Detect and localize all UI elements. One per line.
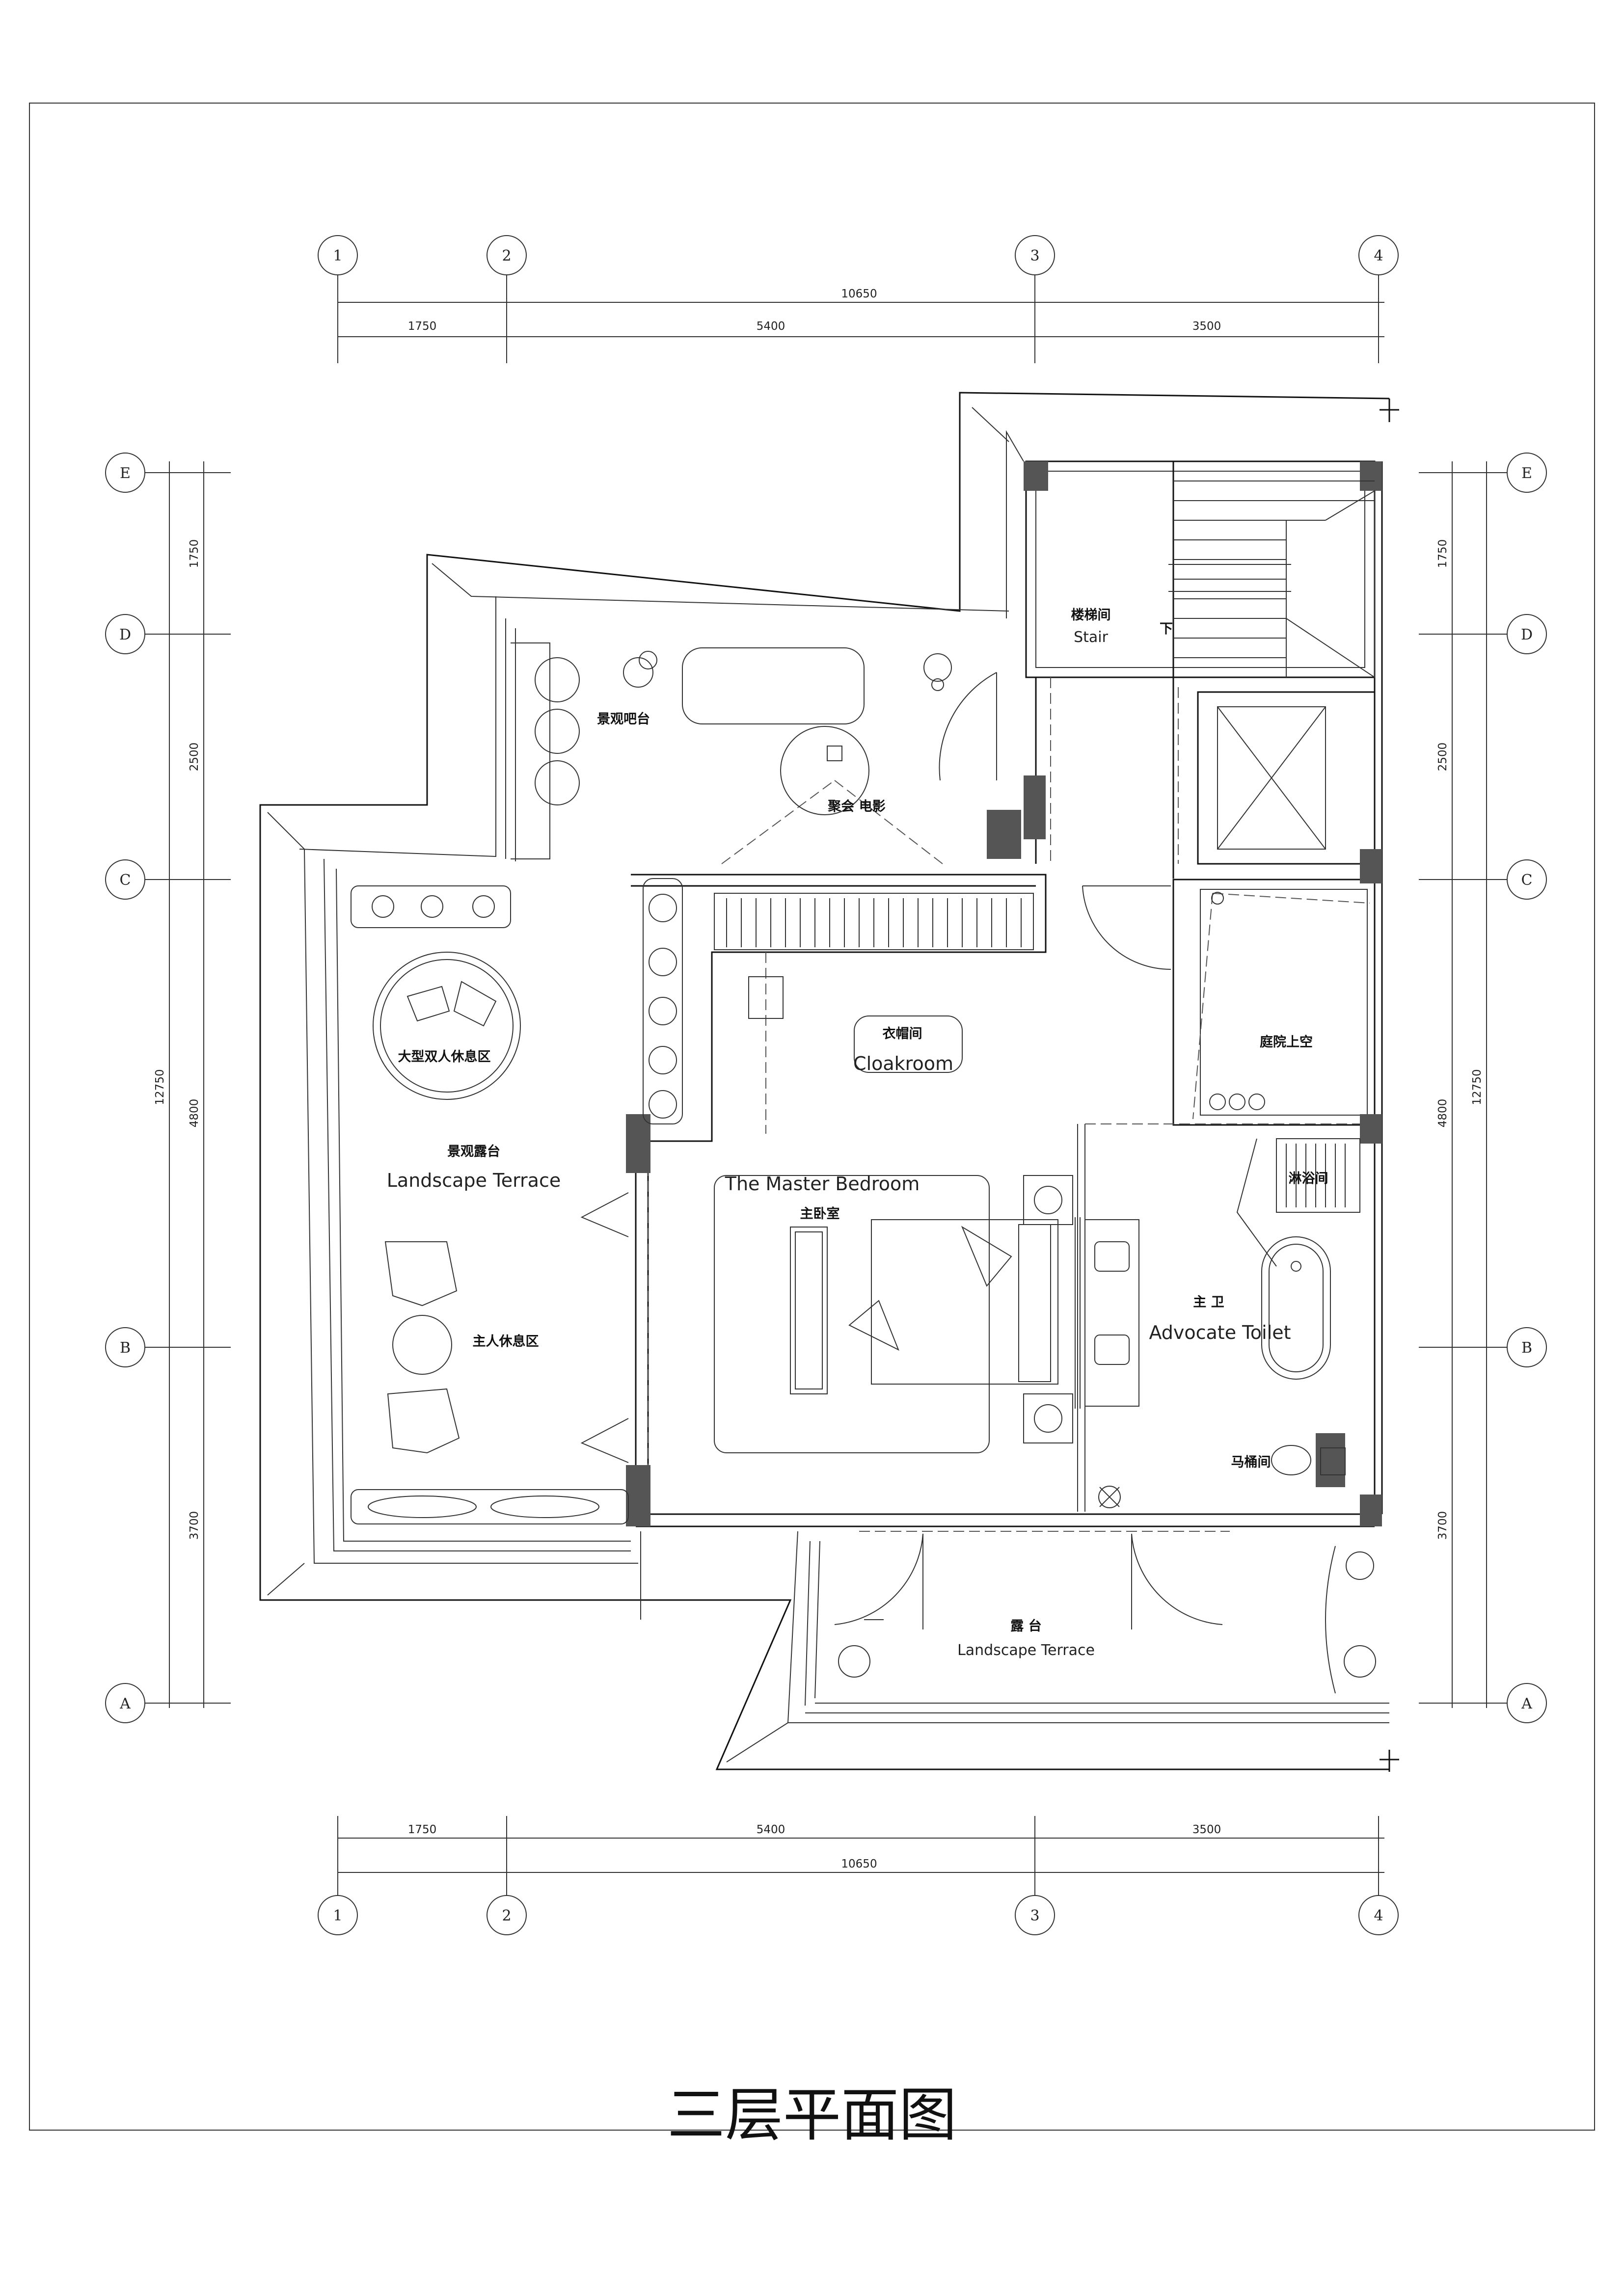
room-stair-en: Stair <box>1074 629 1109 646</box>
room-terrace-south-cn: 露 台 <box>1010 1618 1041 1634</box>
bar-counter <box>511 642 952 859</box>
owner-lounge-furniture <box>384 1241 460 1454</box>
shower-tray <box>1276 1138 1360 1213</box>
dim-right-total: 12750 <box>1471 1069 1484 1105</box>
dim-bottom-seg-3: 3500 <box>1192 1823 1221 1836</box>
dim-bottom-total: 10650 <box>841 1858 877 1870</box>
room-cinema-cn: 聚会 电影 <box>827 799 885 814</box>
axis-row-E-left: E <box>120 465 131 482</box>
room-master-bedroom-en: The Master Bedroom <box>725 1173 920 1195</box>
structural-columns <box>626 461 1382 1526</box>
terrace-plants <box>838 1546 1376 1694</box>
room-courtyard-void-cn: 庭院上空 <box>1260 1034 1313 1050</box>
dim-top-seg-2: 5400 <box>757 320 785 333</box>
dim-left-seg-2: 2500 <box>188 743 201 772</box>
drawing-title: 三层平面图 <box>667 2081 957 2149</box>
room-wc-cn: 马桶间 <box>1231 1455 1271 1470</box>
dim-left-seg-1: 1750 <box>188 539 201 568</box>
room-bar-cn: 景观吧台 <box>597 711 650 727</box>
dim-top-total: 10650 <box>841 288 877 300</box>
room-owner-lounge-cn: 主人休息区 <box>473 1334 539 1349</box>
axis-row-B-right: B <box>1521 1339 1532 1357</box>
room-master-bedroom-cn: 主卧室 <box>800 1206 840 1222</box>
room-big-lounge-cn: 大型双人休息区 <box>398 1049 491 1065</box>
dimension-left <box>157 461 231 1708</box>
room-terrace-west-cn: 景观露台 <box>447 1144 500 1159</box>
interior-walls <box>631 460 1383 1527</box>
axis-bubbles <box>105 235 1547 1935</box>
room-master-bath-en: Advocate Toilet <box>1149 1322 1291 1343</box>
room-terrace-west-en: Landscape Terrace <box>387 1170 561 1191</box>
axis-col-2-bottom: 2 <box>502 1907 511 1924</box>
dashed-openings <box>648 677 1370 1532</box>
big-lounge-furniture <box>351 885 521 1100</box>
dim-left-total: 12750 <box>154 1069 166 1105</box>
room-shower-cn: 淋浴间 <box>1289 1171 1328 1186</box>
dim-top-seg-1: 1750 <box>408 320 437 333</box>
axis-col-1-top: 1 <box>333 247 342 265</box>
axis-row-D-left: D <box>119 626 131 643</box>
dimension-top <box>337 290 1384 363</box>
axis-row-B-left: B <box>120 1339 131 1357</box>
axis-row-C-left: C <box>120 872 131 889</box>
dim-bottom-seg-2: 5400 <box>757 1823 785 1836</box>
axis-col-4-bottom: 4 <box>1374 1907 1383 1924</box>
courtyard-plants <box>1098 892 1265 1508</box>
toilet <box>1271 1445 1346 1475</box>
axis-col-3-top: 3 <box>1030 247 1039 265</box>
axis-row-D-right: D <box>1521 626 1533 643</box>
parapet-outline <box>259 392 1399 1772</box>
dim-right-seg-3: 4800 <box>1436 1099 1449 1128</box>
bathtub <box>1261 1236 1331 1380</box>
dimension-bottom <box>337 1816 1384 1890</box>
room-stair-cn: 楼梯间 <box>1071 608 1111 623</box>
dim-left-seg-4: 3700 <box>188 1511 201 1540</box>
cloakroom-rails <box>726 898 1022 1073</box>
cinema-projector <box>780 726 869 815</box>
axis-row-A-right: A <box>1521 1695 1532 1712</box>
axis-row-A-left: A <box>119 1695 131 1712</box>
axis-row-C-right: C <box>1521 872 1533 889</box>
south-planter-strip <box>351 1489 629 1524</box>
stair-down-label: 下 <box>1160 621 1173 637</box>
dimension-right <box>1419 461 1497 1708</box>
dim-bottom-seg-1: 1750 <box>408 1823 437 1836</box>
doors <box>580 672 1277 1629</box>
axis-col-3-bottom: 3 <box>1030 1907 1039 1924</box>
room-terrace-south-en: Landscape Terrace <box>957 1642 1095 1659</box>
dim-right-seg-2: 2500 <box>1436 743 1449 772</box>
dim-top-seg-3: 3500 <box>1192 320 1221 333</box>
room-master-bath-cn: 主 卫 <box>1193 1295 1224 1310</box>
dim-right-seg-1: 1750 <box>1436 539 1449 568</box>
sheet-frame <box>29 103 1595 2131</box>
room-cloakroom-cn: 衣帽间 <box>883 1026 922 1041</box>
room-cloakroom-en: Cloakroom <box>853 1053 953 1074</box>
vanity-counter <box>1075 1217 1139 1409</box>
stair-treads <box>1168 481 1375 678</box>
axis-col-2-top: 2 <box>502 247 511 265</box>
axis-col-4-top: 4 <box>1374 247 1383 265</box>
planter-strip <box>643 878 683 1124</box>
axis-row-E-right: E <box>1521 465 1532 482</box>
dim-right-seg-4: 3700 <box>1436 1511 1449 1540</box>
master-bed <box>714 1175 1073 1453</box>
dim-left-seg-3: 4800 <box>188 1099 201 1128</box>
axis-col-1-bottom: 1 <box>333 1907 342 1924</box>
